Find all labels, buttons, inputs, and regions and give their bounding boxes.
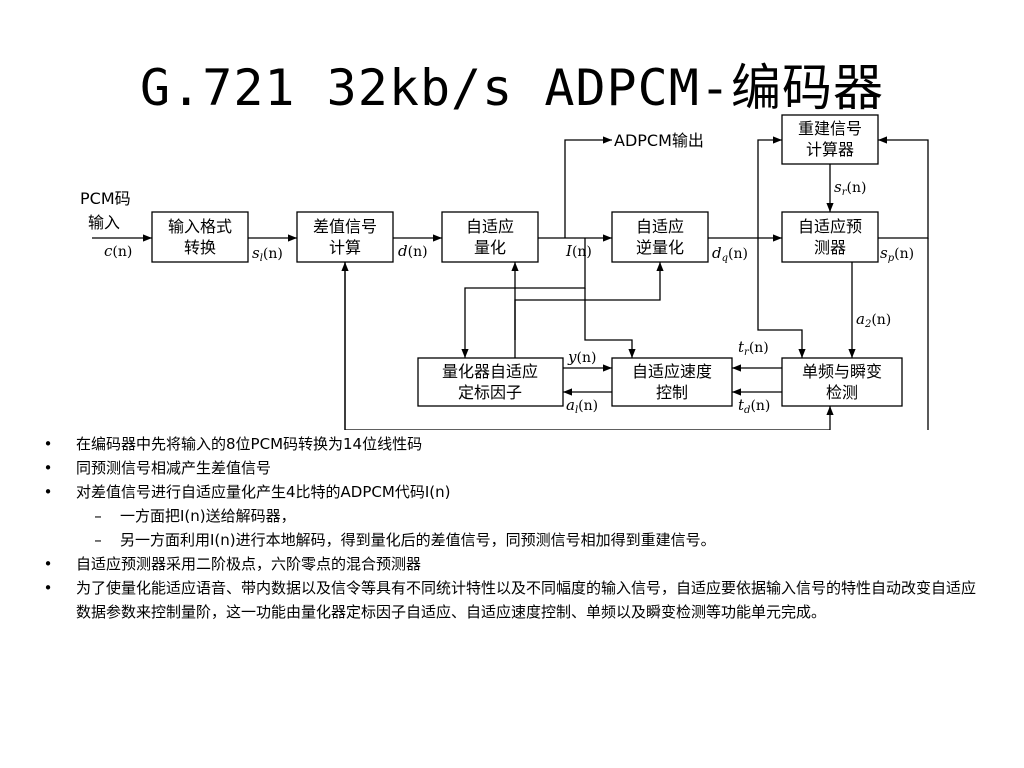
- label-pcm-input-2: 输入: [88, 213, 120, 232]
- block-adaptive-inv-quant-line1: 自适应: [636, 217, 684, 236]
- block-adaptive-quant-line1: 自适应: [466, 217, 514, 236]
- label-adpcm-output: ADPCM输出: [614, 131, 704, 150]
- block-recon-calc: 重建信号 计算器: [781, 114, 879, 165]
- block-diff-calc-line2: 计算: [329, 238, 361, 257]
- block-input-format-line1: 输入格式: [168, 217, 232, 236]
- bullet-item: • 为了使量化能适应语音、带内数据以及信令等具有不同统计特性以及不同幅度的输入信号…: [38, 576, 988, 624]
- label-sp: sp(n): [880, 244, 914, 264]
- bullet-text: 对差值信号进行自适应量化产生4比特的ADPCM代码I(n): [76, 483, 451, 501]
- line-y-to-quant: [511, 262, 555, 369]
- label-td: td(n): [738, 396, 770, 416]
- bullet-item: • 自适应预测器采用二阶极点，六阶零点的混合预测器: [38, 552, 988, 576]
- label-al: al(n): [566, 396, 598, 416]
- block-input-format-line2: 转换: [184, 238, 216, 257]
- bullet-item: • 对差值信号进行自适应量化产生4比特的ADPCM代码I(n): [38, 480, 988, 504]
- line-in-to-speed: [584, 288, 636, 358]
- line-in-to-scale: [461, 238, 586, 358]
- bullet-item: • 在编码器中先将输入的8位PCM码转换为14位线性码: [38, 432, 988, 456]
- bullet-marker: •: [43, 435, 53, 453]
- block-adaptive-inv-quant: 自适应 逆量化: [611, 211, 709, 263]
- block-adaptive-predictor-line2: 测器: [814, 238, 846, 257]
- block-diff-calc: 差值信号 计算: [296, 211, 394, 263]
- label-yn: y(n): [567, 348, 596, 366]
- label-a2: a2(n): [856, 310, 891, 330]
- bullet-text: 一方面把I(n)送给解码器，: [120, 507, 296, 525]
- label-sr: sr(n): [834, 178, 866, 198]
- label-in: I(n): [565, 242, 592, 260]
- bullet-text: 为了使量化能适应语音、带内数据以及信令等具有不同统计特性以及不同幅度的输入信号，…: [76, 579, 977, 621]
- line-sp-to-recon: [878, 136, 929, 239]
- bullet-text: 另一方面利用I(n)进行本地解码，得到量化后的差值信号，同预测信号相加得到重建信…: [120, 531, 716, 549]
- bullet-text: 在编码器中先将输入的8位PCM码转换为14位线性码: [76, 435, 423, 453]
- label-tr: tr(n): [738, 338, 769, 358]
- bullet-marker: •: [43, 579, 53, 597]
- line-y-to-invquant: [514, 262, 664, 340]
- block-adaptive-quant: 自适应 量化: [441, 211, 539, 263]
- line-dq-to-recon: [757, 136, 782, 238]
- block-scale-factor: 量化器自适应 定标因子: [417, 357, 564, 407]
- label-dn: d(n): [398, 242, 428, 260]
- bullet-item: • 同预测信号相减产生差值信号: [38, 456, 988, 480]
- adpcm-encoder-block-diagram: 输入格式 转换 差值信号 计算 自适应 量化 自适应 逆量化 自适应预 测器 重…: [80, 114, 929, 430]
- line-adpcm-output: [564, 136, 612, 238]
- line-dq-to-tone: [757, 238, 806, 358]
- block-speed-control: 自适应速度 控制: [611, 357, 733, 407]
- bullet-marker: •: [43, 483, 53, 501]
- page-title: G.721 32kb/s ADPCM-编码器: [140, 59, 884, 117]
- sub-bullet-item: –另一方面利用I(n)进行本地解码，得到量化后的差值信号，同预测信号相加得到重建…: [38, 528, 988, 552]
- block-scale-factor-line2: 定标因子: [458, 383, 522, 402]
- bullet-text: 同预测信号相减产生差值信号: [76, 459, 272, 477]
- block-recon-calc-line1: 重建信号: [798, 119, 862, 138]
- block-recon-calc-line2: 计算器: [806, 140, 854, 159]
- bullet-marker: •: [43, 555, 53, 573]
- bullet-marker: •: [43, 459, 53, 477]
- block-scale-factor-line1: 量化器自适应: [442, 362, 538, 381]
- block-adaptive-predictor-line1: 自适应预: [798, 217, 862, 236]
- block-speed-control-line2: 控制: [656, 383, 688, 402]
- block-input-format: 输入格式 转换: [151, 211, 249, 263]
- label-dq: dq(n): [712, 244, 748, 264]
- bullet-text: 自适应预测器采用二阶极点，六阶零点的混合预测器: [76, 555, 422, 573]
- label-pcm-input-1: PCM码: [80, 189, 131, 208]
- signal-lines: [92, 136, 929, 430]
- block-adaptive-predictor: 自适应预 测器: [781, 211, 879, 263]
- line-sp-feedback: [341, 238, 929, 430]
- bullet-list: • 在编码器中先将输入的8位PCM码转换为14位线性码 • 同预测信号相减产生差值信…: [38, 432, 988, 624]
- block-adaptive-quant-line2: 量化: [474, 238, 506, 257]
- label-sl: sl(n): [252, 244, 283, 264]
- label-cn: c(n): [104, 242, 132, 260]
- block-tone-transition: 单频与瞬变 检测: [781, 357, 903, 407]
- block-diff-calc-line1: 差值信号: [313, 217, 377, 236]
- block-adaptive-inv-quant-line2: 逆量化: [636, 238, 684, 257]
- block-tone-transition-line2: 检测: [826, 383, 858, 402]
- block-tone-transition-line1: 单频与瞬变: [802, 362, 882, 381]
- sub-bullet-marker: –: [94, 531, 102, 549]
- block-speed-control-line1: 自适应速度: [632, 362, 712, 381]
- sub-bullet-item: –一方面把I(n)送给解码器，: [38, 504, 988, 528]
- sub-bullet-marker: –: [94, 507, 102, 525]
